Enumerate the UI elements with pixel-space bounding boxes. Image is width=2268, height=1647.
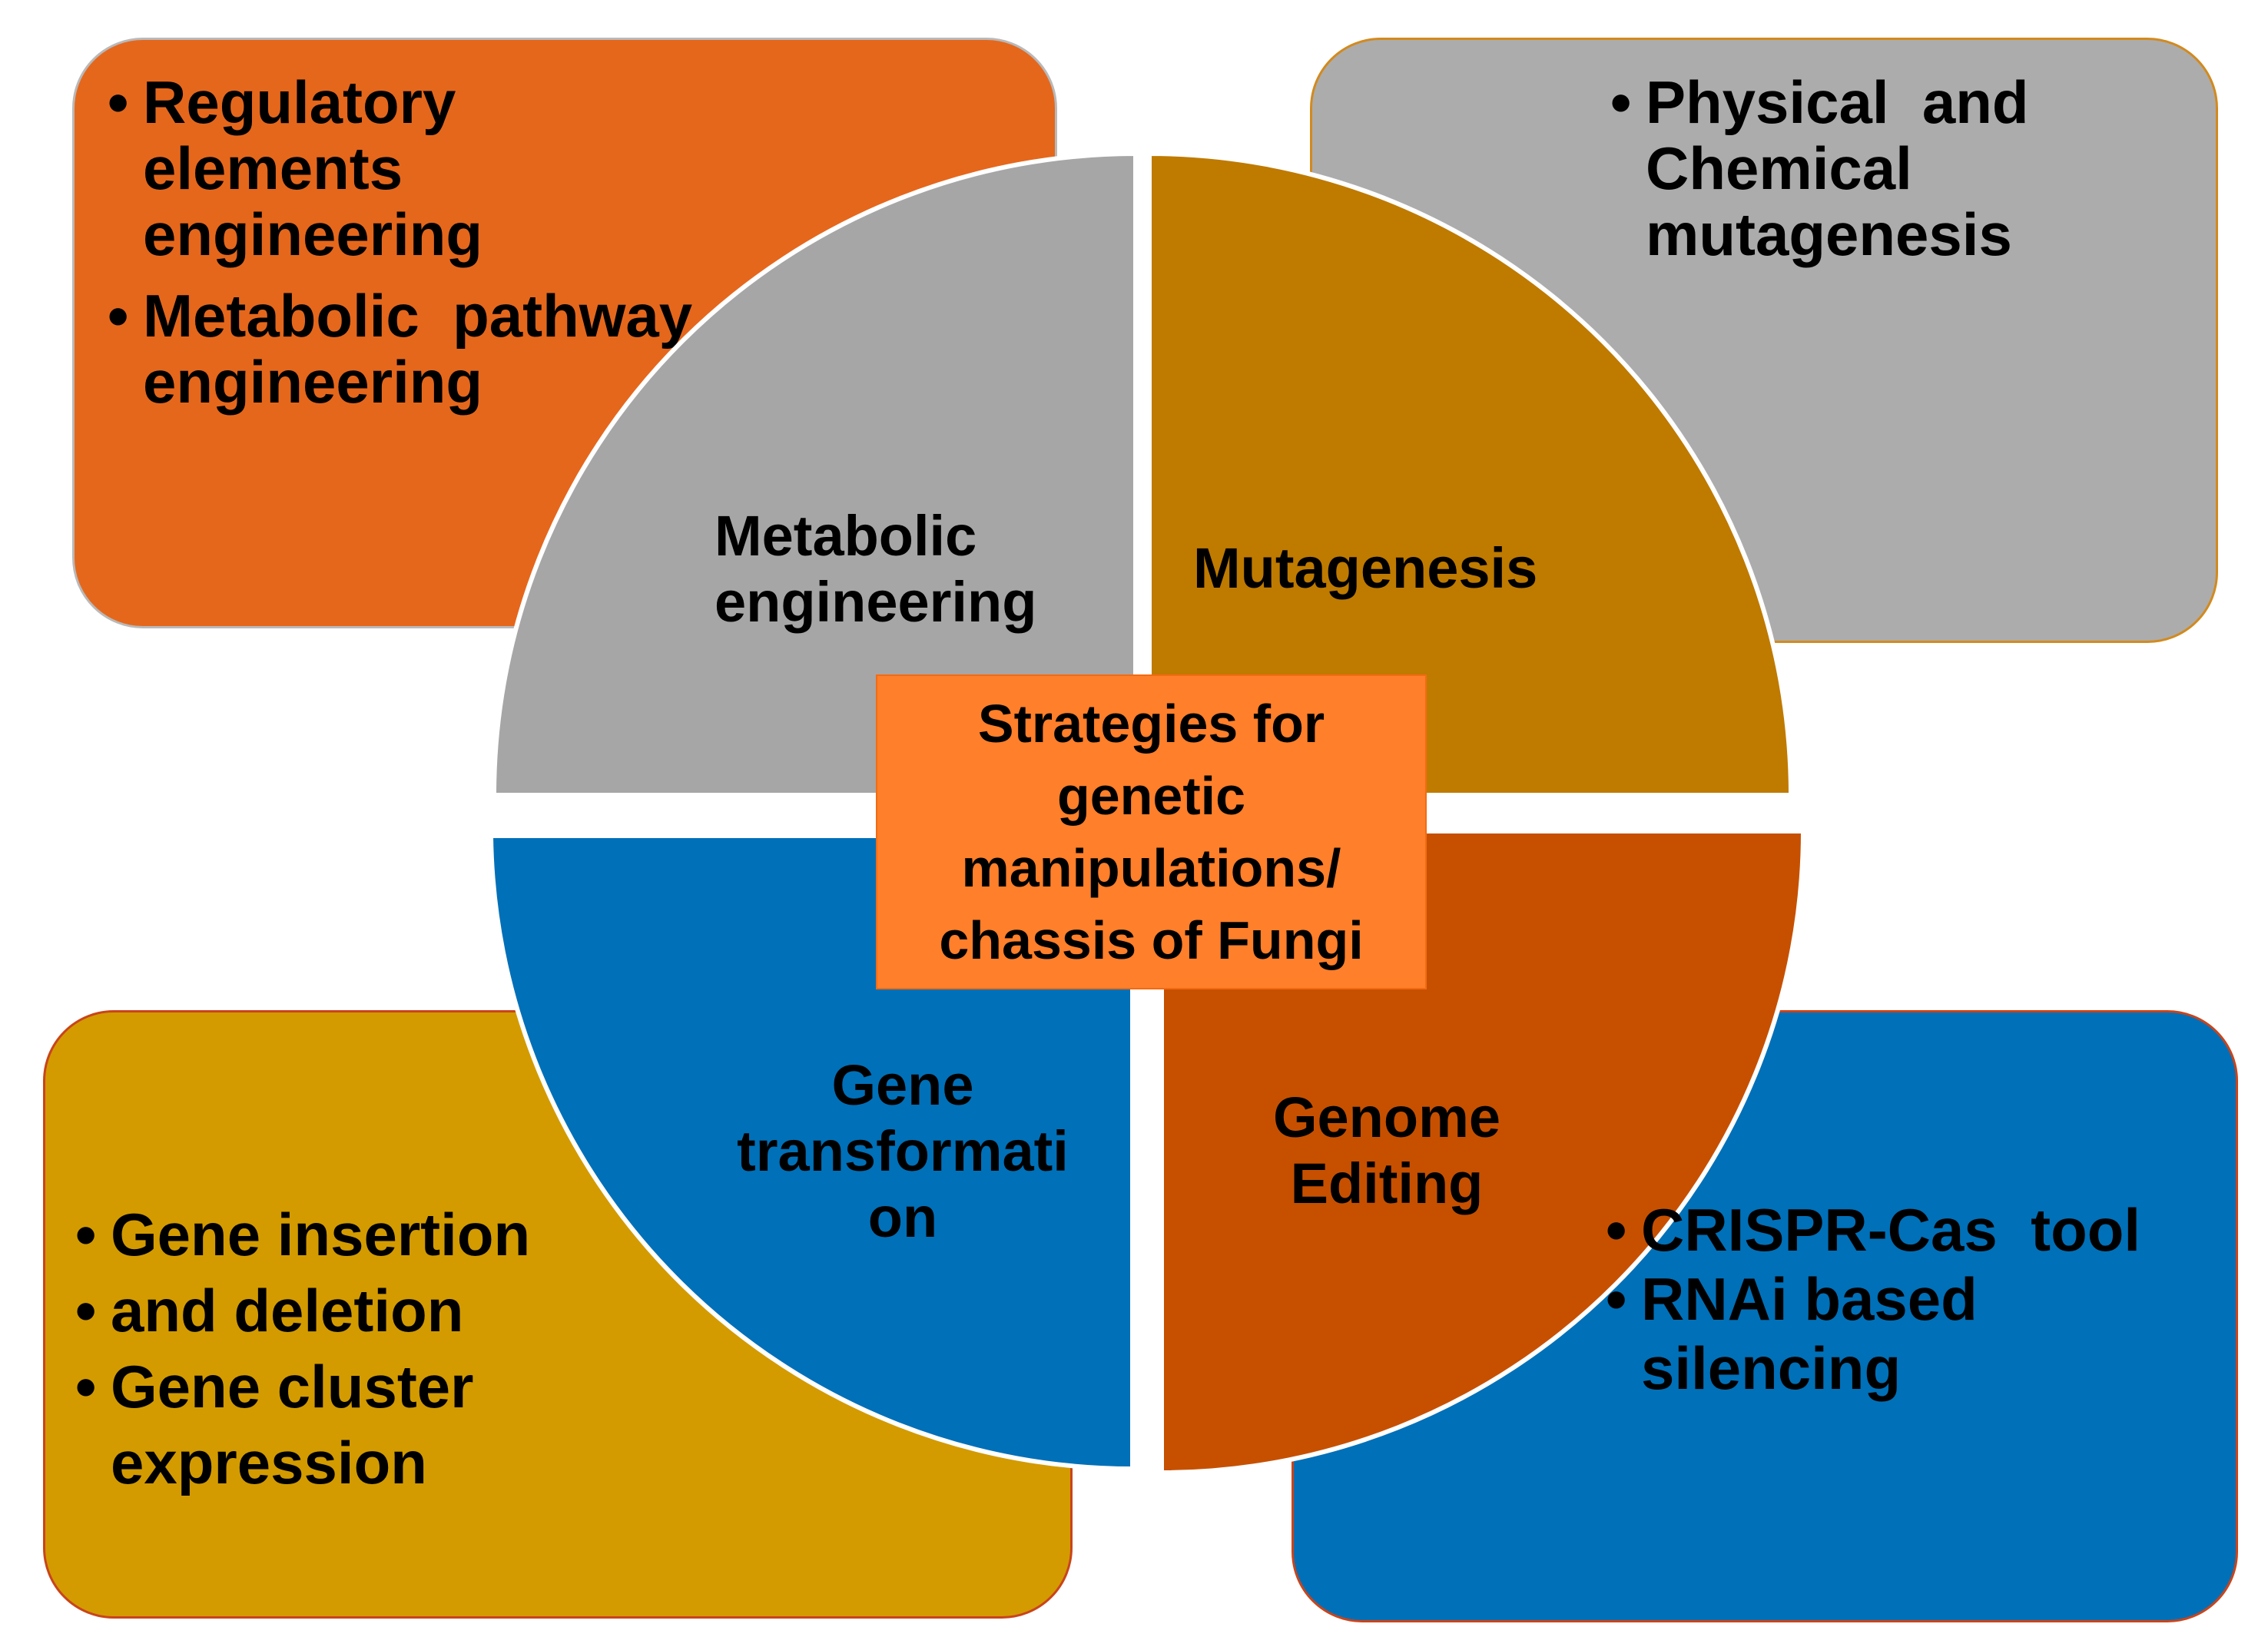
quadrant-metabolic-engineering — [491, 151, 1138, 797]
list-item: and deletion — [75, 1273, 530, 1349]
list-item: Gene insertion — [75, 1197, 530, 1273]
center-title: Strategies for genetic manipulations/ ch… — [939, 694, 1364, 970]
quadrant-gene-transformation — [488, 833, 1135, 1472]
bottom-left-list: Gene insertion and deletion Gene cluster… — [75, 1197, 530, 1501]
center-strategies-box: Strategies for genetic manipulations/ ch… — [876, 674, 1427, 989]
quadrant-mutagenesis — [1147, 151, 1794, 797]
list-item: CRISPR-Cas tool — [1606, 1195, 2140, 1264]
mutagenesis-label: Mutagenesis — [1193, 536, 1538, 600]
